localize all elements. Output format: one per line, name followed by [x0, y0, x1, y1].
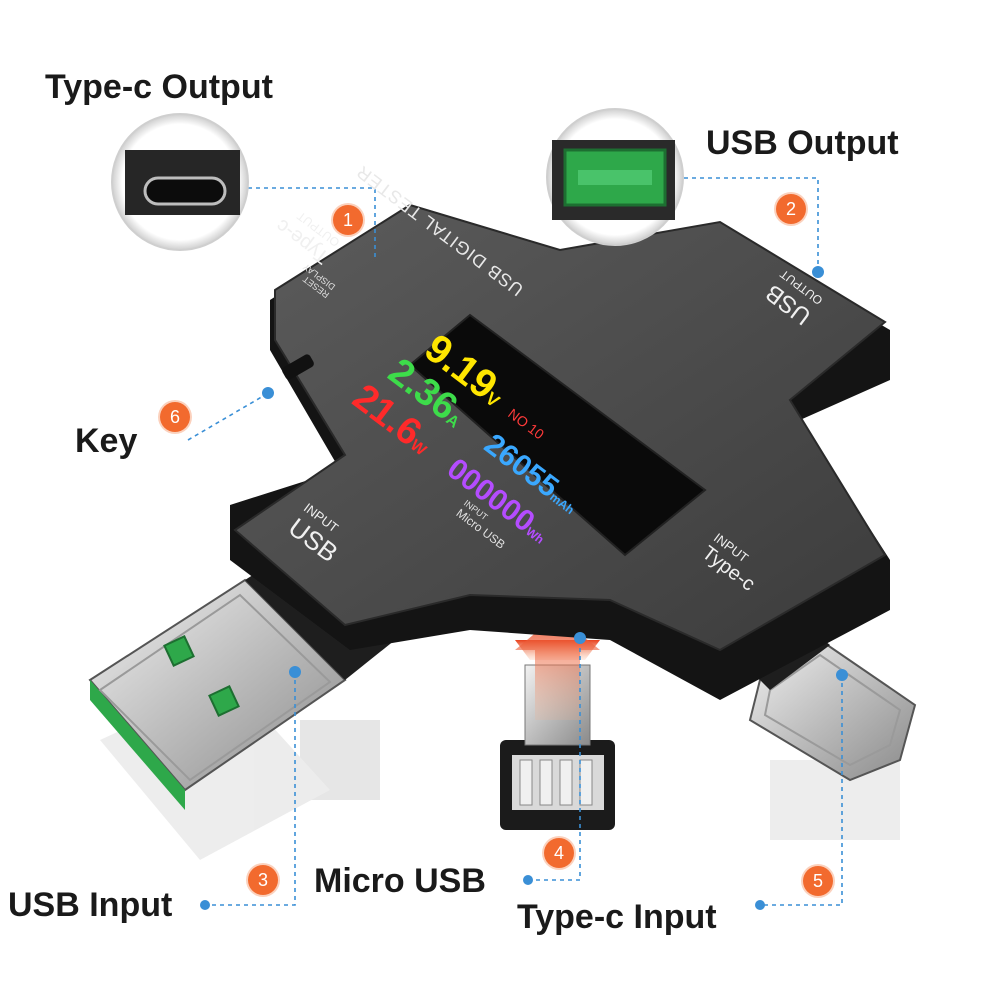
badge-6: 6: [160, 402, 190, 432]
badge-2: 2: [776, 194, 806, 224]
lcd-screen: [408, 313, 707, 557]
label-micro-usb: Micro USB: [314, 862, 486, 900]
badge-1: 1: [333, 205, 363, 235]
badge-5: 5: [803, 866, 833, 896]
label-type-c-output: Type-c Output: [45, 68, 273, 106]
badge-4: 4: [544, 838, 574, 868]
leader-lines: [187, 177, 843, 906]
badge-3: 3: [248, 865, 278, 895]
label-type-c-input: Type-c Input: [517, 898, 717, 936]
usb-output-inset: [546, 108, 684, 246]
type-c-output-inset: [111, 113, 249, 251]
label-key: Key: [75, 422, 138, 460]
label-usb-input: USB Input: [8, 886, 173, 924]
label-usb-output: USB Output: [706, 124, 899, 162]
